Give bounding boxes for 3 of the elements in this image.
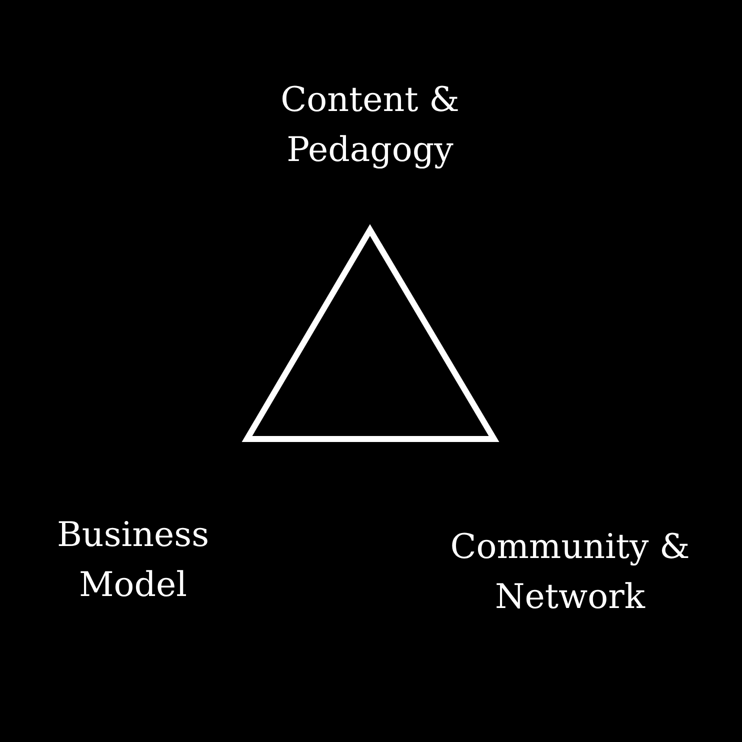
corner-label: Business Model bbox=[56, 514, 210, 607]
corner-label: Community & Network bbox=[449, 526, 691, 619]
corner-label: Content & Pedagogy bbox=[280, 79, 460, 172]
